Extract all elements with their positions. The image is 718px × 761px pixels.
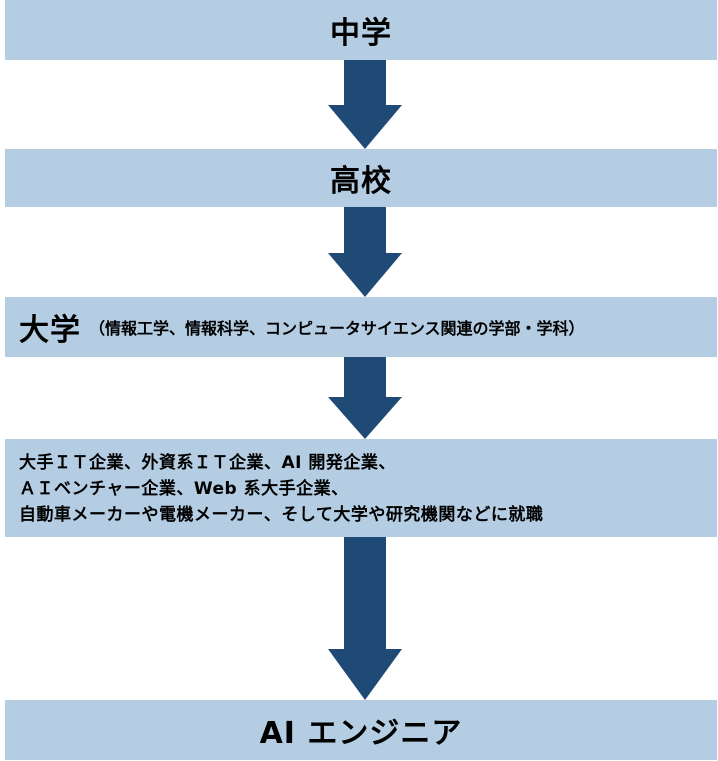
stage-middle-school-label: 中学 [330, 16, 392, 51]
stage-university-note: （情報工学、情報科学、コンピュータサイエンス関連の学部・学科） [89, 319, 585, 338]
stage-university-label: 大学 [19, 313, 81, 348]
down-arrow-icon [327, 207, 403, 297]
stage-high-school-label: 高校 [330, 164, 392, 199]
stage-ai-engineer-label: AI エンジニア [259, 716, 463, 751]
down-arrow-icon [327, 537, 403, 700]
stage-university: 大学 （情報工学、情報科学、コンピュータサイエンス関連の学部・学科） [5, 297, 717, 357]
employment-line: ＡＩベンチャー企業、Web 系大手企業、 [19, 479, 349, 499]
stage-employment: 大手ＩＴ企業、外資系ＩＴ企業、AI 開発企業、 ＡＩベンチャー企業、Web 系大… [5, 439, 717, 537]
employment-line: 大手ＩＴ企業、外資系ＩＴ企業、AI 開発企業、 [19, 453, 396, 473]
employment-line: 自動車メーカーや電機メーカー、そして大学や研究機関などに就職 [19, 505, 544, 525]
stage-high-school: 高校 [5, 149, 717, 207]
down-arrow-icon [327, 60, 403, 149]
stage-middle-school: 中学 [5, 0, 717, 60]
stage-ai-engineer: AI エンジニア [5, 700, 717, 760]
down-arrow-icon [327, 357, 403, 439]
